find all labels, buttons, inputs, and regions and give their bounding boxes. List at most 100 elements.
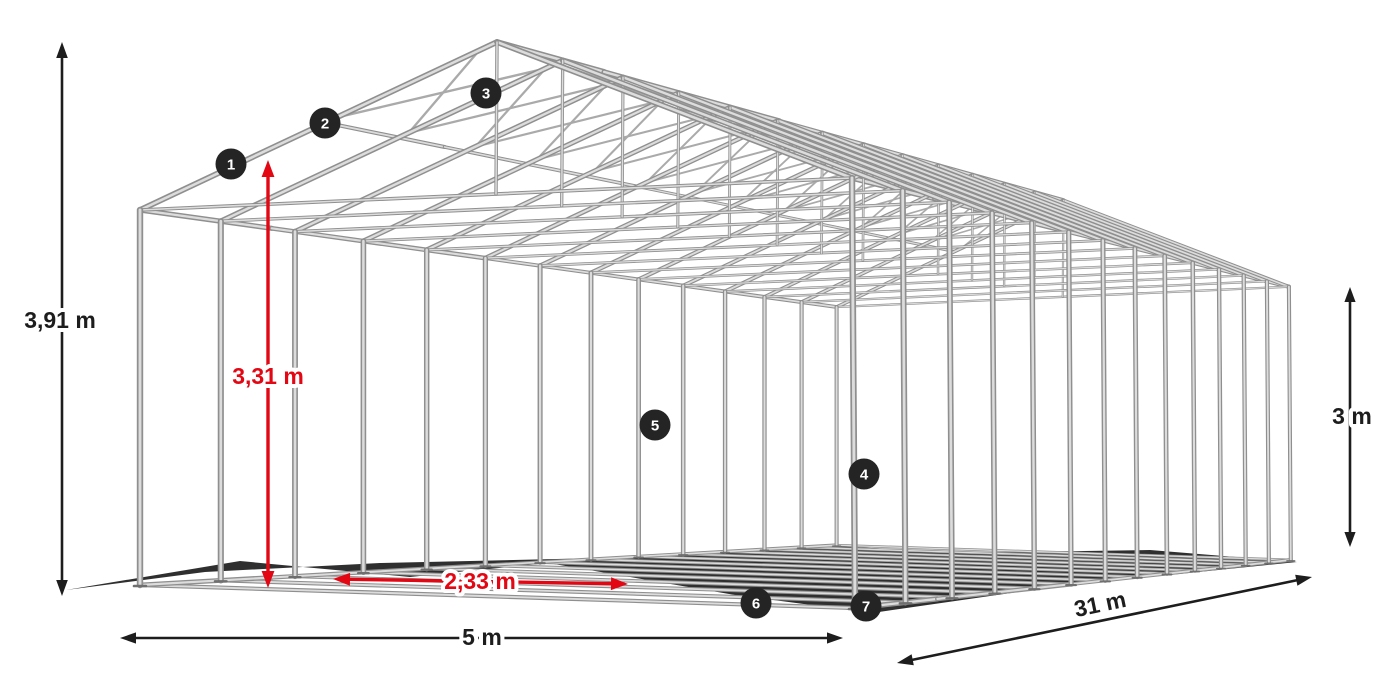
arrowhead-left-icon — [897, 654, 914, 666]
tube-segment — [219, 59, 564, 223]
arrowhead-down-icon — [261, 571, 275, 588]
tube-segment — [362, 571, 996, 594]
arrowhead-down-icon — [56, 580, 68, 596]
callout-badge-7: 7 — [850, 590, 882, 622]
dimension-side-height: 3 m — [1328, 287, 1376, 547]
tube-segment — [139, 584, 856, 609]
tube-segment — [138, 576, 273, 587]
badge-circle — [215, 148, 247, 180]
tube-segment — [901, 154, 1166, 257]
dimension-inner-height: 3,31 m — [228, 160, 308, 588]
tube-segment — [407, 83, 608, 134]
arrowhead-up-icon — [261, 160, 275, 177]
dimension-width: 5 m — [120, 620, 843, 654]
tube-segment — [270, 564, 489, 579]
arrowhead-up-icon — [1344, 287, 1356, 302]
tube-segment — [486, 544, 838, 567]
tube-segment — [947, 200, 954, 599]
badge-circle — [850, 590, 882, 622]
tube-segment — [862, 143, 1136, 250]
tube-segment — [937, 164, 1194, 264]
callout-badge-3: 3 — [470, 77, 502, 109]
tube-segment — [443, 146, 641, 188]
tube-segment — [835, 544, 1292, 561]
tube-segment — [335, 67, 547, 119]
callout-badge-4: 4 — [848, 458, 880, 490]
tube-segment — [1101, 239, 1107, 582]
arrowhead-right-icon — [610, 577, 628, 591]
tube-segment — [1242, 274, 1247, 566]
tube-segment — [821, 131, 1104, 242]
arrowhead-left-icon — [120, 632, 136, 644]
tube-segment — [138, 208, 273, 230]
tube-segment — [850, 176, 857, 610]
tube-segment — [362, 91, 680, 243]
tube-segment — [677, 91, 994, 215]
badge-circle — [740, 587, 772, 619]
arrowhead-down-icon — [1344, 532, 1356, 547]
badge-number: 3 — [482, 86, 490, 103]
dimension-label-side-height: 3 m — [1332, 403, 1372, 429]
tube-segment — [484, 564, 1072, 585]
tube-segment — [1287, 285, 1292, 561]
badge-number: 1 — [227, 157, 235, 174]
tube-segment — [1003, 183, 1245, 277]
tube-segment — [901, 189, 907, 604]
dimension-line — [910, 578, 1299, 662]
arrowhead-up-icon — [56, 42, 68, 58]
tube-segment — [425, 567, 1036, 590]
tube-segment — [324, 121, 446, 148]
dimension-total-height: 3,91 m — [20, 42, 100, 596]
arrowhead-right-icon — [827, 632, 843, 644]
badge-circle — [470, 77, 502, 109]
tube-segment — [1133, 247, 1139, 578]
tube-segment — [270, 227, 489, 260]
tube-segment — [535, 83, 608, 161]
tube-segment — [645, 113, 716, 184]
tube-segment — [219, 579, 907, 604]
tube-segment — [621, 76, 624, 218]
badge-number: 4 — [860, 467, 869, 484]
tube-segment — [776, 119, 1070, 233]
tube-segment — [728, 106, 1033, 224]
tube-segment — [1191, 261, 1196, 572]
tube-segment — [592, 99, 664, 173]
callout-badge-6: 6 — [740, 587, 772, 619]
dimension-bay-spacing: 2,33 m — [333, 564, 628, 598]
tube-segment — [539, 561, 1107, 582]
dimension-label-width: 5 m — [462, 624, 502, 650]
tube-segment — [474, 67, 547, 148]
tube-segment — [590, 558, 1138, 578]
dimension-label-bay-spacing: 2,33 m — [444, 568, 516, 594]
tube-segment — [560, 59, 564, 207]
tube-segment — [495, 41, 498, 195]
tube-segment — [561, 59, 904, 192]
cross-frames — [132, 39, 1296, 612]
badge-circle — [848, 458, 880, 490]
badge-circle — [309, 107, 341, 139]
tube-segment — [990, 211, 997, 594]
callout-badge-1: 1 — [215, 148, 247, 180]
tube-segment — [1067, 230, 1073, 586]
tube-segment — [682, 553, 1196, 572]
dimension-line — [348, 577, 613, 586]
tube-segment — [621, 75, 951, 204]
tube-segment — [495, 40, 854, 180]
badge-number: 5 — [651, 418, 659, 435]
dimension-label-total-height: 3,91 m — [24, 307, 96, 333]
tube-segment — [1071, 559, 1292, 585]
dimension-label-inner-height: 3,31 m — [232, 363, 304, 389]
tube-segment — [936, 582, 1074, 600]
tube-segment — [1163, 254, 1169, 575]
tent-frame-structure — [132, 39, 1296, 612]
tube-segment — [1218, 268, 1223, 569]
callout-badge-5: 5 — [639, 409, 671, 441]
tube-segment — [293, 75, 625, 233]
badge-circle — [639, 409, 671, 441]
tube-segment — [407, 49, 481, 134]
tube-segment — [1030, 221, 1036, 590]
tube-segment — [1062, 199, 1290, 288]
badge-number: 6 — [752, 596, 760, 613]
